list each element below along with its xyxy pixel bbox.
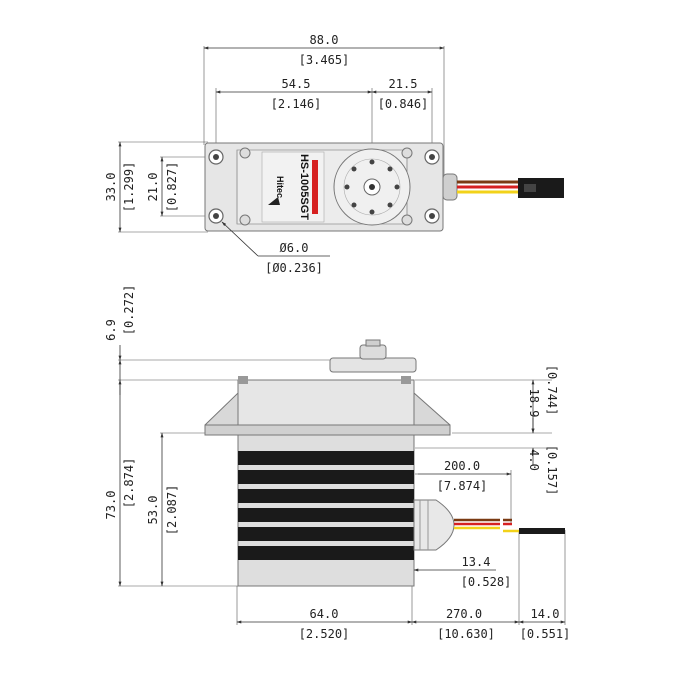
servo-cable-top: [442, 173, 564, 201]
dim-horn-height: 6.9: [104, 319, 118, 341]
connector-plug: [519, 528, 565, 534]
dim-body-height: 53.0: [146, 496, 160, 525]
dim-body-width: 64.0: [310, 607, 339, 621]
dim-lead-offset: 13.4: [462, 555, 491, 569]
model-label: Hitec HS-1005SGT: [261, 151, 325, 223]
dim-hole-dia-in: [Ø0.236]: [265, 261, 323, 275]
servo-wires-side: [454, 518, 565, 534]
dim-hole-pitch-in: [0.827]: [165, 162, 179, 213]
dim-overall-width-in: [3.465]: [299, 53, 350, 67]
dim-top-section: 18.9: [527, 389, 541, 418]
dim-overall-height-in: [1.299]: [122, 162, 136, 213]
dim-overall-height: 33.0: [104, 173, 118, 202]
dim-overall-width: 88.0: [310, 33, 339, 47]
dim-lead-strip: 200.0: [444, 459, 480, 473]
output-horn: [333, 148, 411, 226]
dim-connector: 14.0: [531, 607, 560, 621]
dim-hole-spacing-in: [2.146]: [271, 97, 322, 111]
dim-body-height-in: [2.087]: [165, 485, 179, 536]
dim-flange: 4.0: [527, 449, 541, 471]
dim-hole-dia: Ø6.0: [280, 241, 309, 255]
dim-lead-strip-in: [7.874]: [437, 479, 488, 493]
brand-label: Hitec: [275, 176, 285, 198]
top-view: 88.0 [3.465] 54.5 [2.146] 21.5 [0.846] 3…: [104, 33, 564, 275]
dim-top-section-in: [0.744]: [545, 365, 559, 416]
cable-gland: [413, 499, 455, 551]
dim-lead-length: 270.0: [446, 607, 482, 621]
dim-connector-in: [0.551]: [520, 627, 571, 641]
dim-flange-in: [0.157]: [545, 445, 559, 496]
heatsink-fins: [238, 451, 414, 560]
dim-lead-offset-in: [0.528]: [461, 575, 512, 589]
dim-hole-pitch: 21.0: [146, 173, 160, 202]
model-number: HS-1005SGT: [298, 154, 310, 220]
dim-hole-spacing: 54.5: [282, 77, 311, 91]
leader-hole-dia: [221, 221, 259, 257]
dim-body-width-in: [2.520]: [299, 627, 350, 641]
dim-total-height-in: [2.874]: [122, 458, 136, 509]
dim-shaft-offset: 21.5: [389, 77, 418, 91]
dim-shaft-offset-in: [0.846]: [378, 97, 429, 111]
dim-lead-length-in: [10.630]: [437, 627, 495, 641]
mounting-holes: [208, 147, 440, 226]
dim-total-height: 73.0: [104, 491, 118, 520]
side-view: 6.9 [0.272] 73.0 [2.874] 53.0 [2.087] 18…: [104, 285, 570, 641]
dim-horn-height-in: [0.272]: [122, 285, 136, 336]
